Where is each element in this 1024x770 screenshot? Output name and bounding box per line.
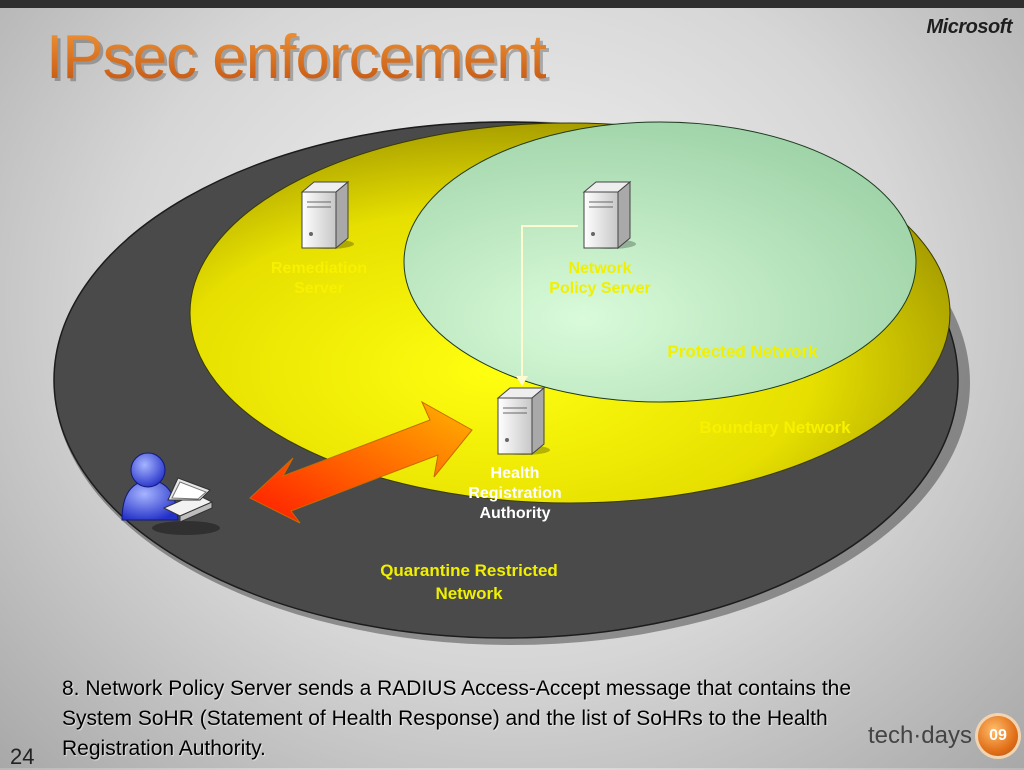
protected-network-label: Protected Network xyxy=(667,342,818,361)
slide-title-shadow: IPsec enforcement xyxy=(49,25,550,96)
microsoft-logo: Microsoft xyxy=(926,16,1013,38)
hra-server-icon xyxy=(496,386,550,456)
page-number: 24 xyxy=(10,744,35,769)
remediation-server-icon xyxy=(300,180,354,250)
quarantine-network-label: Quarantine Restricted Network xyxy=(380,561,558,603)
remediation-server-label: Remediation Server xyxy=(270,260,367,297)
slide-title: IPsec enforcement xyxy=(46,23,547,92)
client-user-laptop-icon xyxy=(121,452,220,535)
techdays-logo: tech·days 09 xyxy=(868,716,1018,756)
step-caption: 8. Network Policy Server sends a RADIUS … xyxy=(62,677,852,760)
top-bar xyxy=(0,0,1024,8)
nps-label: Network Policy Server xyxy=(549,260,651,297)
nps-to-hra-connector xyxy=(516,225,578,386)
boundary-network-label: Boundary Network xyxy=(699,418,851,437)
techdays-badge-icon: 09 xyxy=(978,716,1018,756)
techdays-logo-text: tech·days xyxy=(867,722,972,749)
nps-server-icon xyxy=(582,180,636,250)
client-hra-double-arrow xyxy=(249,400,473,524)
protected-network-zone xyxy=(403,121,917,403)
hra-label: Health Registration Authority xyxy=(468,465,562,522)
